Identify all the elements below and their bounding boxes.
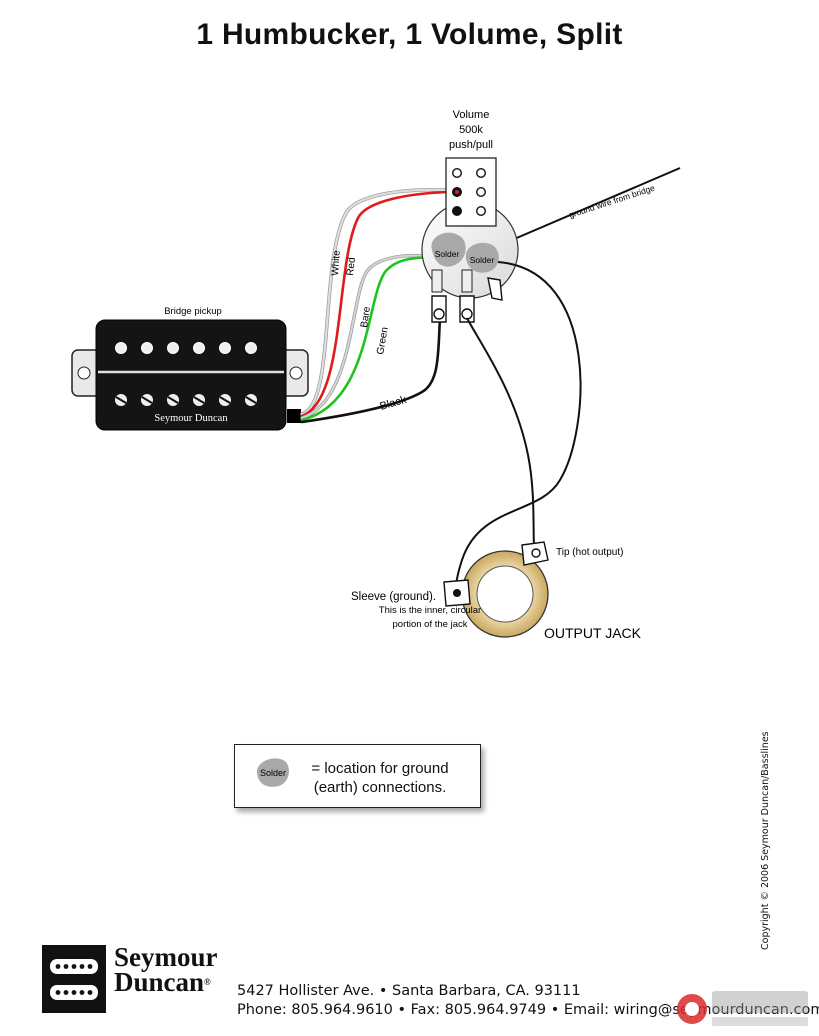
pole-piece — [193, 342, 205, 354]
legend-text: = location for ground (earth) connection… — [300, 759, 460, 797]
solder-blob-left — [431, 232, 466, 267]
brand-name: Seymour Duncan® — [114, 942, 218, 997]
mounting-screw-right — [289, 366, 303, 380]
lug-hole — [433, 308, 445, 320]
solder-label-right: Solder — [470, 255, 495, 265]
white-wire — [300, 188, 452, 416]
hot-to-tip-wire — [466, 317, 535, 549]
output-jack — [443, 541, 549, 638]
switch-lug-white — [452, 205, 463, 216]
switch-lugs — [452, 167, 487, 216]
pot-lugs — [431, 277, 503, 323]
volume-pot: Solder Solder — [421, 157, 519, 323]
humbucker-pickup: Seymour Duncan — [71, 319, 309, 431]
tip-label: Tip (hot output) — [556, 547, 623, 558]
copyright-notice: Copyright © 2006 Seymour Duncan/Bassline… — [760, 731, 771, 950]
pole-piece — [115, 342, 127, 354]
mounting-screw-left — [77, 366, 91, 380]
pole-screws-bottom — [115, 394, 257, 406]
brand-line1: Seymour — [114, 942, 218, 972]
pot-label-type: push/pull — [449, 139, 493, 151]
lug-hole — [461, 308, 473, 320]
ground-wire-label: ground wire from bridge — [568, 183, 657, 220]
ground-to-sleeve-wire — [454, 261, 582, 593]
switch-lug — [476, 186, 487, 197]
green-wire — [300, 256, 442, 422]
jack-center — [476, 565, 534, 623]
pickup-cable-exit — [287, 409, 301, 423]
sleeve-label-line2: This is the inner, circular — [379, 605, 481, 616]
brand-line2-wrap: Duncan® — [114, 967, 218, 997]
sleeve-lug-hole — [453, 589, 461, 597]
page-title: 1 Humbucker, 1 Volume, Split — [196, 18, 623, 51]
pickup-label: Bridge pickup — [164, 306, 222, 317]
pole-pieces-top — [115, 342, 257, 354]
pickup-brand-label: Seymour Duncan — [154, 413, 228, 424]
pot-label-volume: Volume — [453, 109, 490, 121]
output-wires — [454, 261, 582, 593]
pole-piece — [245, 342, 257, 354]
brand-line2: Duncan — [114, 967, 205, 997]
green-wire-label: Green — [375, 326, 391, 355]
red-wire — [300, 190, 454, 418]
solder-label-left: Solder — [435, 249, 460, 259]
switch-lug — [452, 167, 463, 178]
site-watermark-logo-icon — [677, 991, 808, 1026]
switch-lug — [476, 205, 487, 216]
pickup-wires — [300, 187, 454, 424]
solder-legend-icon: Solder — [256, 758, 289, 787]
bare-wire-label: Bare — [359, 306, 373, 329]
white-wire-outline — [300, 187, 452, 416]
switch-lug — [476, 167, 487, 178]
footer-address: 5427 Hollister Ave. • Santa Barbara, CA.… — [237, 983, 581, 999]
output-jack-label: OUTPUT JACK — [544, 625, 642, 641]
pot-lug-3 — [487, 277, 503, 301]
bare-wire — [301, 254, 441, 419]
pot-label-value: 500k — [459, 124, 483, 136]
black-wire-label: Black — [379, 394, 409, 413]
seymour-duncan-logo-icon — [42, 945, 106, 1013]
red-wire-label: Red — [345, 257, 358, 276]
white-wire-label: White — [330, 250, 343, 277]
legend-line1: = location for ground — [311, 760, 449, 777]
pole-piece — [219, 342, 231, 354]
pole-piece — [167, 342, 179, 354]
legend-solder-label: Solder — [260, 768, 286, 778]
sleeve-label-line3: portion of the jack — [393, 619, 468, 630]
footer-contact: Phone: 805.964.9610 • Fax: 805.964.9749 … — [237, 1002, 819, 1018]
sleeve-label-line1: Sleeve (ground). — [351, 591, 436, 603]
registered-mark: ® — [204, 977, 211, 987]
black-wire — [300, 316, 442, 424]
legend-line2: (earth) connections. — [313, 779, 447, 796]
pole-piece — [141, 342, 153, 354]
solder-blob-right — [465, 242, 499, 273]
